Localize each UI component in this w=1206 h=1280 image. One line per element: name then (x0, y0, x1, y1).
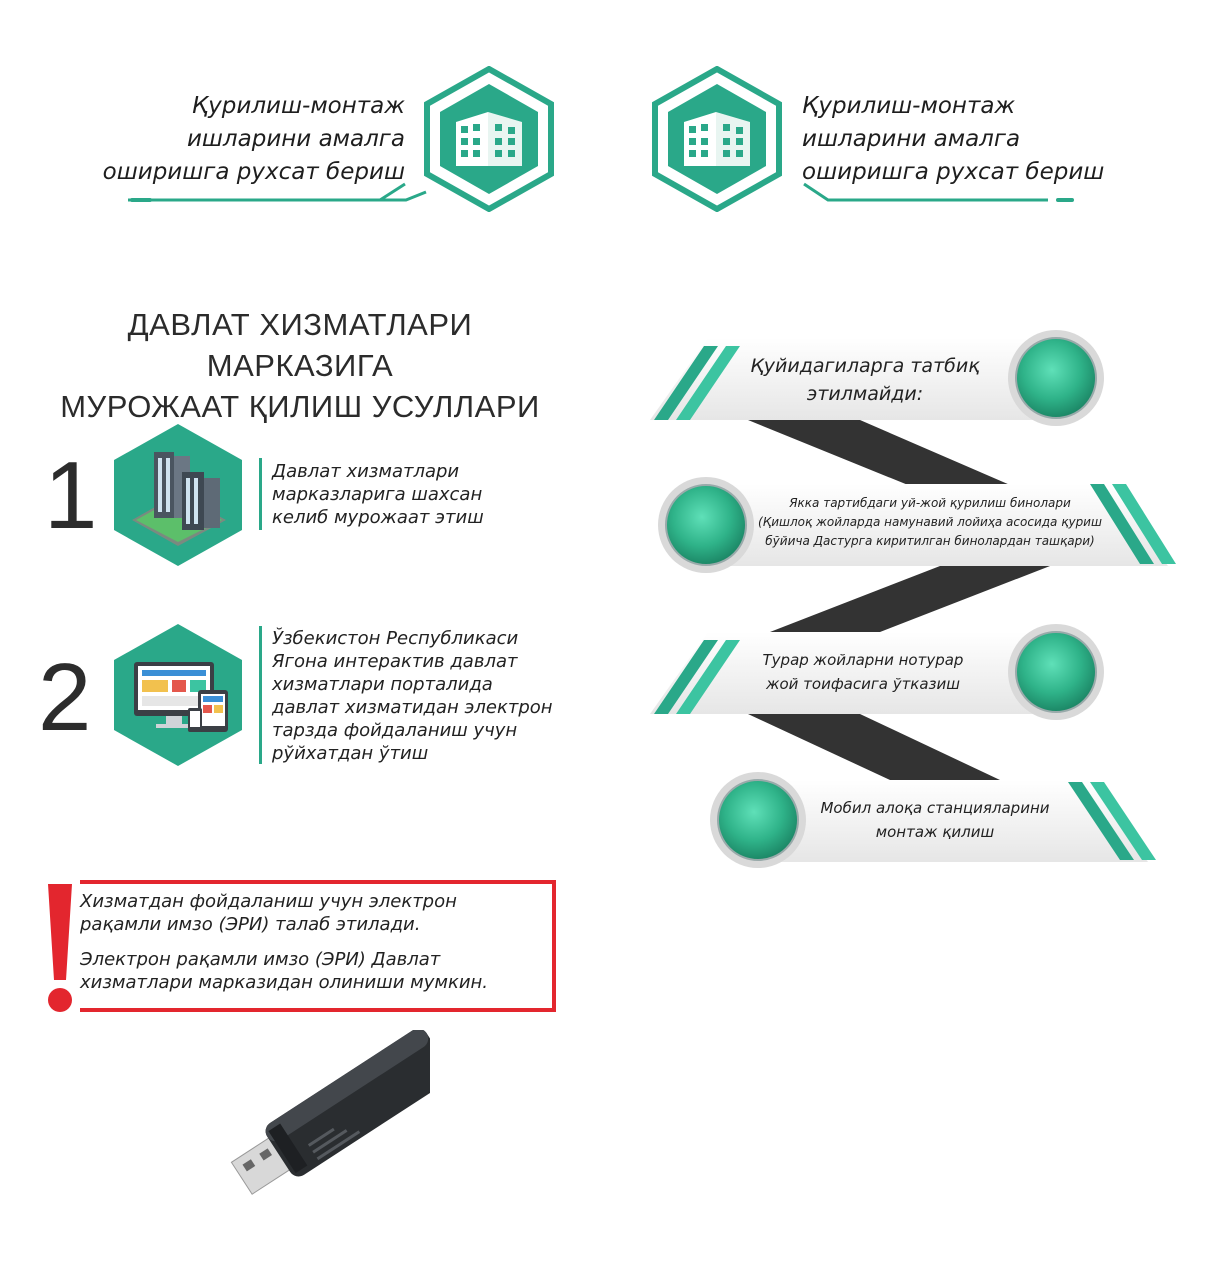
method-2-number: 2 (38, 644, 92, 751)
page-title-line-1: ДАВЛАТ ХИЗМАТЛАРИ МАРКАЗИГА (127, 307, 473, 383)
page-title-line-2: МУРОЖААТ ҚИЛИШ УСУЛЛАРИ (60, 389, 540, 424)
ribbon-2-line-2: (Қишлоқ жойларда намунавий лойиҳа асосид… (758, 515, 1102, 529)
ribbon-3 (650, 624, 1104, 720)
method-2-bar (259, 626, 262, 764)
header-left-underline-main (157, 182, 406, 202)
method-1-number: 1 (44, 442, 98, 549)
ribbon-3-text: Турар жойларни нотурар жой тоифасига ўтк… (748, 648, 978, 696)
method-2-text: Ўзбекистон Республикаси Ягона интерактив… (272, 627, 553, 765)
header-right-line-3: оширишга рухсат бериш (802, 159, 1105, 185)
ribbon-3-line-2: жой тоифасига ўтказиш (765, 675, 961, 693)
header-left-line-2: ишларини амалга (186, 126, 405, 152)
exclamation-icon (48, 884, 72, 1012)
building-hexagon-right (652, 66, 782, 212)
method-1-text: Давлат хизматлари марказларига шахсан ке… (272, 460, 484, 529)
ribbon-1-line-1: Қуйидагиларга татбиқ (750, 355, 980, 377)
header-right-line-2: ишларини амалга (802, 126, 1021, 152)
method-1-line-3: келиб мурожаат этиш (272, 507, 484, 528)
connector-1 (748, 420, 1040, 498)
ribbon-1-text: Қуйидагиларга татбиқ этилмайди: (740, 352, 990, 408)
notice-box-frame (80, 880, 556, 1012)
building-icon (684, 112, 750, 166)
ribbon-2-text: Якка тартибдаги уй-жой қурилиш бинолари … (756, 494, 1104, 551)
method-2-line-5: тарзда фойдаланиш учун (272, 720, 518, 741)
usb-token-icon (230, 1030, 430, 1195)
method-2-line-1: Ўзбекистон Республикаси (272, 628, 519, 649)
method-2-line-4: давлат хизматидан электрон (272, 697, 553, 718)
ribbon-1 (650, 330, 1104, 426)
method-2-line-2: Ягона интерактив давлат (272, 651, 518, 672)
ribbon-2 (658, 477, 1176, 573)
city-hexagon-icon (114, 424, 242, 566)
header-right-line-1: Қурилиш-монтаж (802, 93, 1016, 119)
ribbon-2-line-3: бўйича Дастурга киритилган бинолардан та… (765, 534, 1095, 548)
ribbon-2-line-1: Якка тартибдаги уй-жой қурилиш бинолари (789, 496, 1071, 510)
header-left-text: Қурилиш-монтаж ишларини амалга оширишга … (90, 90, 405, 189)
method-2-line-3: хизматлари порталида (272, 674, 493, 695)
ribbon-zigzag (650, 330, 1176, 868)
ribbon-4 (710, 772, 1156, 868)
notice-line-3: Электрон рақамли имзо (ЭРИ) Давлат (80, 949, 441, 970)
notice-line-1: Хизматдан фойдаланиш учун электрон (80, 891, 457, 912)
ribbon-3-line-1: Турар жойларни нотурар (762, 651, 964, 669)
ribbon-4-line-1: Мобил алоқа станцияларини (820, 799, 1050, 817)
ribbon-4-text: Мобил алоқа станцияларини монтаж қилиш (800, 796, 1070, 844)
notice-text: Хизматдан фойдаланиш учун электрон рақам… (80, 890, 550, 994)
header-left-line-1: Қурилиш-монтаж (191, 93, 405, 119)
building-hexagon-left (424, 66, 554, 212)
method-1-line-2: марказларига шахсан (272, 484, 483, 505)
notice-line-4: хизматлари марказидан олиниши мумкин. (80, 972, 489, 993)
connector-3 (748, 714, 1000, 780)
ribbon-4-line-2: монтаж қилиш (875, 823, 995, 841)
header-right-text: Қурилиш-монтаж ишларини амалга оширишга … (802, 90, 1132, 189)
method-2-line-6: рўйхатдан ўтиш (272, 743, 429, 764)
method-1-line-1: Давлат хизматлари (272, 461, 460, 482)
header-right-underline (803, 182, 1074, 202)
header-left-line-3: оширишга рухсат бериш (102, 159, 405, 185)
notice-line-2: рақамли имзо (ЭРИ) талаб этилади. (80, 914, 421, 935)
building-icon (456, 112, 522, 166)
devices-hexagon-icon (114, 624, 242, 766)
method-1-bar (259, 458, 262, 530)
ribbon-1-line-2: этилмайди: (806, 383, 924, 405)
page-title: ДАВЛАТ ХИЗМАТЛАРИ МАРКАЗИГА МУРОЖААТ ҚИЛ… (30, 304, 570, 427)
connector-2 (770, 566, 1050, 632)
